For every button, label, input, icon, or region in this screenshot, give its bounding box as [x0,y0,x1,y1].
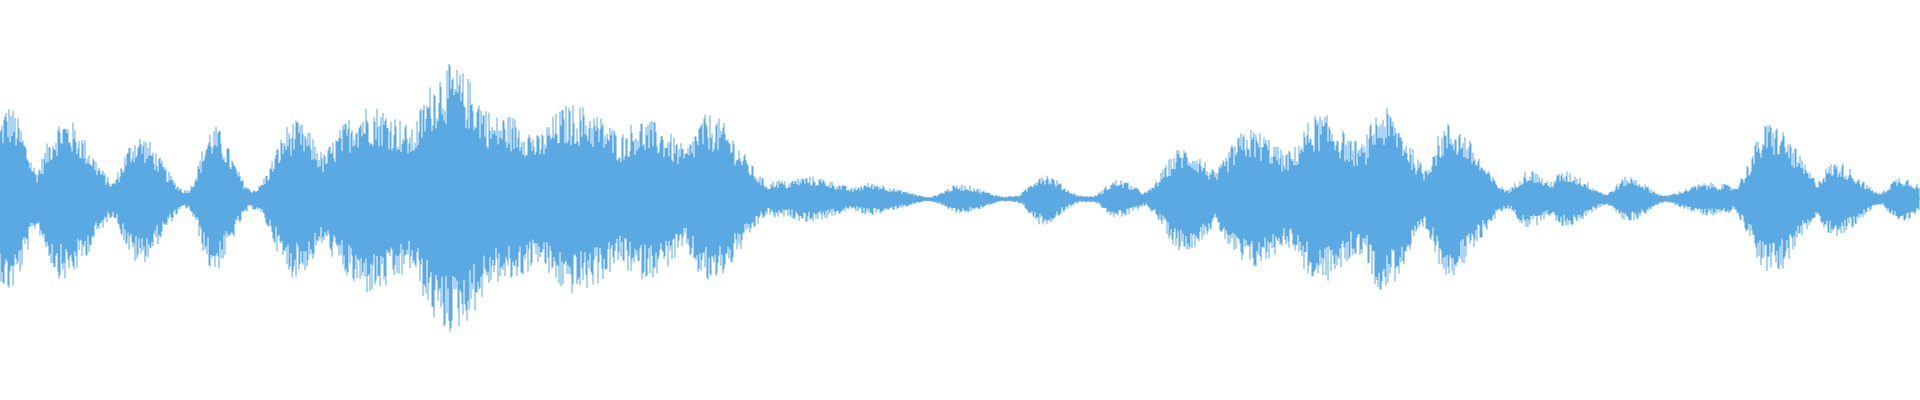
waveform-envelope [0,64,1920,332]
